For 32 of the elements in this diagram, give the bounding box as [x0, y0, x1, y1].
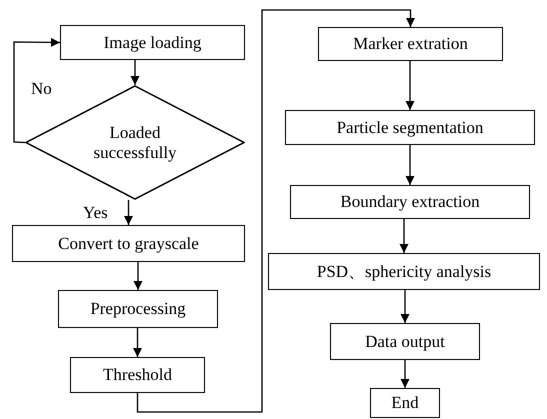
arrow	[400, 290, 410, 323]
process-box	[318, 27, 503, 61]
process-box	[58, 290, 218, 328]
step-label: Threshold	[103, 365, 172, 385]
arrow	[134, 262, 142, 290]
step-label: End	[391, 393, 419, 413]
arrow	[400, 219, 408, 253]
arrow	[13, 38, 60, 144]
arrow	[130, 60, 140, 85]
process-box	[70, 357, 205, 393]
arrow	[133, 328, 142, 357]
step-label: Preprocessing	[90, 299, 186, 319]
arrow	[406, 61, 414, 110]
step-label: Loaded successfully	[92, 122, 178, 162]
step-label: Boundary extraction	[340, 192, 480, 212]
step-label: Image loading	[104, 32, 202, 52]
step-label: PSD、sphericity analysis	[316, 262, 492, 282]
process-box	[12, 225, 245, 262]
process-box	[60, 25, 245, 60]
step-label: Particle segmentation	[336, 118, 484, 138]
process-box	[268, 253, 540, 290]
arrow	[136, 9, 415, 413]
step-label: Marker extration	[353, 34, 468, 54]
step-label: Convert to grayscale	[58, 234, 199, 254]
process-box	[290, 185, 530, 219]
process-box	[330, 323, 480, 360]
process-box	[370, 388, 440, 418]
arrow	[406, 145, 414, 185]
arrow	[124, 200, 133, 225]
arrow	[400, 360, 410, 388]
process-box	[285, 110, 535, 145]
step-label: Data output	[365, 332, 445, 352]
